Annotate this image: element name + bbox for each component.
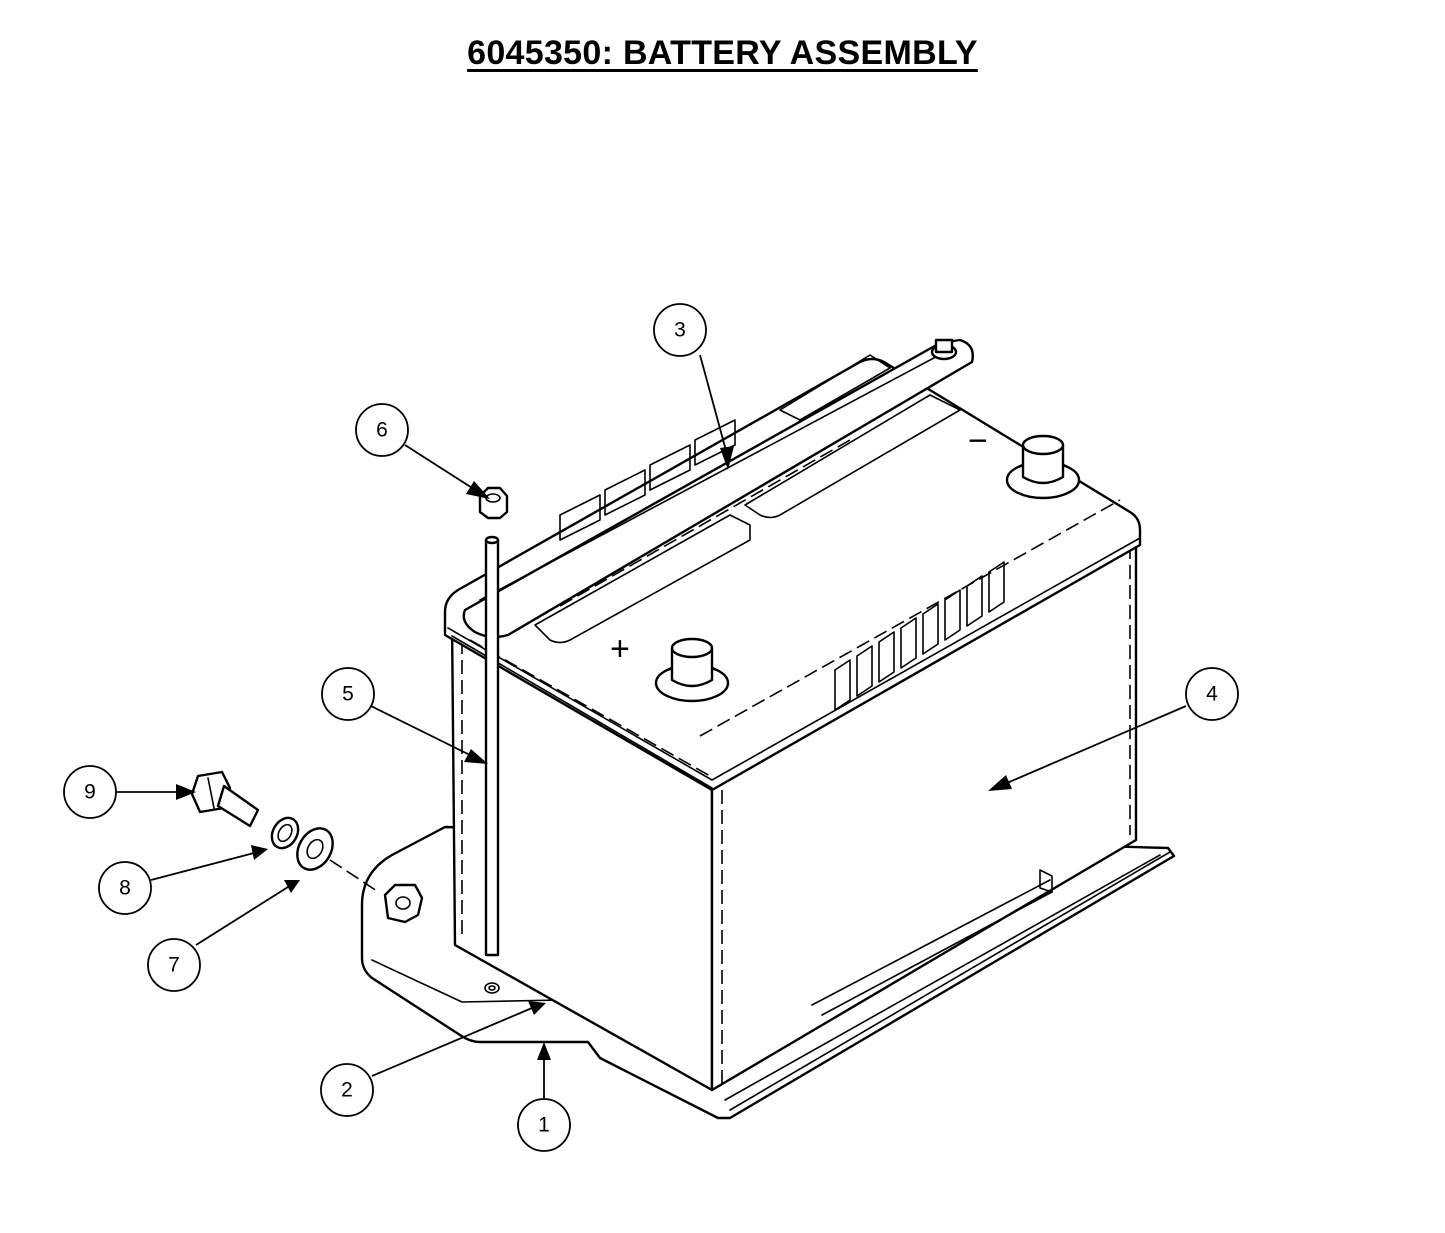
bolt-centerline <box>329 859 381 894</box>
page-title: 6045350: BATTERY ASSEMBLY <box>467 34 978 72</box>
j-bolt <box>484 535 500 957</box>
positive-terminal <box>654 637 730 703</box>
negative-terminal <box>1005 434 1081 500</box>
callout-label: 2 <box>341 1079 353 1102</box>
callout-5: 5 <box>321 667 375 721</box>
callout-9: 9 <box>63 765 117 819</box>
callout-1: 1 <box>517 1098 571 1152</box>
hex-nut-side <box>383 883 424 924</box>
flat-washer <box>296 827 334 871</box>
leader-lines <box>116 354 1187 1099</box>
lock-washer <box>270 816 300 850</box>
callout-4: 4 <box>1185 667 1239 721</box>
callout-label: 6 <box>376 419 388 442</box>
callout-label: 7 <box>168 954 180 977</box>
callout-3: 3 <box>653 303 707 357</box>
positive-mark: + <box>610 630 630 668</box>
callout-label: 3 <box>674 319 686 342</box>
callout-label: 8 <box>119 877 131 900</box>
callout-2: 2 <box>320 1063 374 1117</box>
hex-bolt <box>190 770 260 828</box>
callout-7: 7 <box>147 938 201 992</box>
battery: + − <box>443 354 1142 1092</box>
negative-mark: − <box>968 422 988 460</box>
callout-label: 9 <box>84 781 96 804</box>
callout-label: 1 <box>538 1114 550 1137</box>
callout-6: 6 <box>355 403 409 457</box>
callout-label: 4 <box>1206 683 1218 706</box>
callout-label: 5 <box>342 683 354 706</box>
battery-tray <box>360 825 1176 1120</box>
callout-8: 8 <box>98 861 152 915</box>
